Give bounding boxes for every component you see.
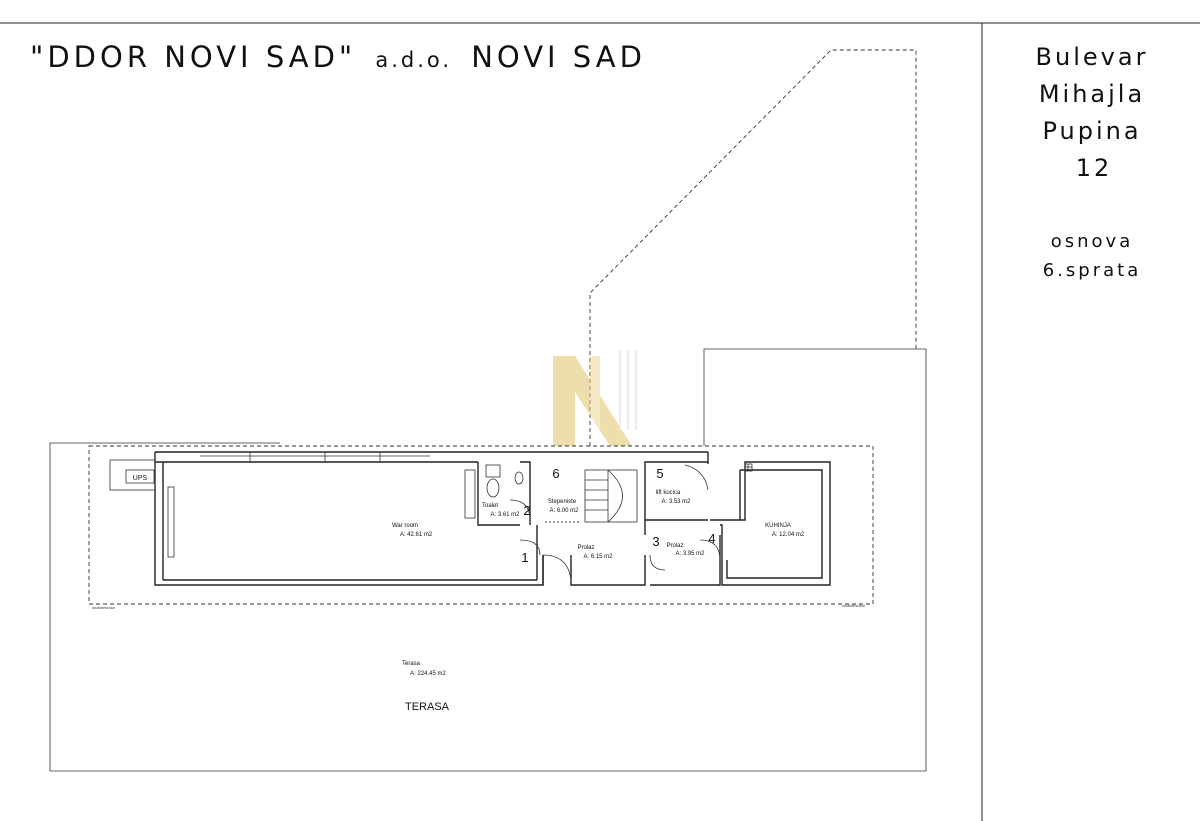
address-line-2: Mihajla — [1039, 80, 1145, 108]
terrace-title: TERASA — [405, 701, 450, 713]
door-swings — [509, 464, 721, 581]
room-area: A: 42.61 m2 — [400, 532, 433, 538]
plan-title-line-2: 6.sprata — [1043, 260, 1142, 281]
annotation-right: nadstresnica — [842, 603, 865, 608]
plan-title-line-1: osnova — [1051, 231, 1134, 252]
room-prolaz-b: 4 Prolaz A: 3.95 m2 — [666, 531, 715, 557]
terrace-label: Terasa A: 224.45 m2 TERASA — [402, 661, 450, 713]
roof-outline-dashed — [589, 49, 917, 446]
war-room-cabinet — [167, 486, 175, 558]
room-area: A: 12.04 m2 — [772, 532, 805, 538]
kitchen-vent-icon — [744, 463, 753, 472]
room-number-4: 4 — [708, 531, 715, 546]
company-city: NOVI SAD — [471, 40, 646, 74]
walls — [154, 451, 831, 586]
room-number-6: 6 — [552, 466, 559, 481]
room-war-room: War room A: 42.61 m2 — [392, 523, 433, 538]
room-number-2: 2 — [523, 503, 530, 518]
address-line-1: Bulevar — [1036, 43, 1149, 71]
room-toalet: Toalet A: 3.61 m2 2 — [482, 503, 531, 518]
terrace-area: A: 224.45 m2 — [410, 671, 446, 677]
address-line-4: 12 — [1076, 154, 1113, 182]
room-name: Prolaz — [666, 543, 683, 549]
legal-form: a.d.o. — [375, 48, 452, 72]
building-perimeter-dashed — [88, 445, 874, 605]
ups-unit: UPS — [109, 459, 156, 491]
room-number-1: 1 — [521, 550, 528, 565]
room-area: A: 3.53 m2 — [661, 499, 691, 505]
annotation-left: nadstresnica — [92, 605, 115, 610]
room-number-3: 3 — [652, 534, 659, 549]
room-stepeniste: 6 Stepeniste A: 6.00 m2 — [548, 466, 579, 514]
room-area: A: 3.61 m2 — [490, 512, 520, 518]
room-area: A: 6.15 m2 — [583, 554, 613, 560]
room-name: KUHINJA — [765, 523, 791, 529]
watermark-logo — [553, 350, 637, 446]
header-title: "DDOR NOVI SAD" a.d.o. NOVI SAD — [30, 40, 646, 74]
room-prolaz-a: Prolaz A: 6.15 m2 — [577, 545, 613, 560]
room-kuhinja: KUHINJA A: 12.04 m2 — [765, 523, 805, 538]
terrace-name: Terasa — [402, 661, 421, 667]
company-name: "DDOR NOVI SAD" — [30, 40, 356, 74]
room-area: A: 6.00 m2 — [549, 508, 579, 514]
room-name: War room — [392, 523, 418, 529]
toilet-fixtures — [485, 464, 524, 498]
room-area: A: 3.95 m2 — [675, 551, 705, 557]
war-room-shelf — [464, 469, 476, 519]
room-name: lift kucica — [656, 490, 681, 496]
staircase — [584, 469, 638, 523]
room-number-5: 5 — [656, 466, 663, 481]
terrace-outline — [49, 348, 927, 772]
room-lift-kucica: 5 lift kucica A: 3.53 m2 — [656, 466, 692, 505]
ups-label: UPS — [133, 475, 148, 482]
room-name: Toalet — [482, 503, 498, 509]
room-name: Stepeniste — [548, 499, 577, 505]
room-name: Prolaz — [577, 545, 594, 551]
windows — [200, 452, 430, 462]
address-line-3: Pupina — [1042, 117, 1141, 145]
